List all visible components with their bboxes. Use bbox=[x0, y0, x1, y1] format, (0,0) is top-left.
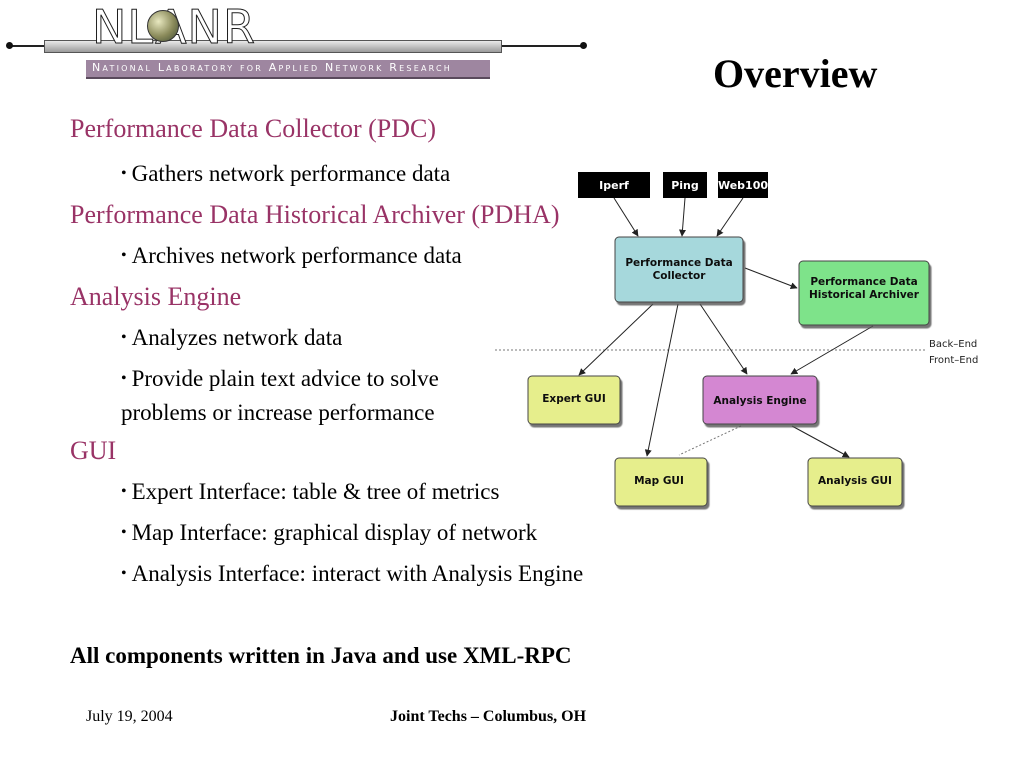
diagram-connectors bbox=[578, 197, 874, 458]
arrow-iperf-to-pdc bbox=[613, 197, 639, 237]
source-ping-label: Ping bbox=[671, 179, 699, 192]
node-expert-gui-box bbox=[527, 375, 621, 425]
node-map-gui: Map GUI bbox=[614, 457, 708, 507]
node-analysis-engine-label: Analysis Engine bbox=[713, 395, 806, 407]
bullet-pdha-1: •Archives network performance data bbox=[121, 241, 462, 271]
source-iperf-box bbox=[578, 172, 650, 198]
node-expert-gui: Expert GUI bbox=[527, 375, 621, 425]
node-pdc-label-line1: Performance Data bbox=[625, 257, 732, 269]
bullet-glyph: • bbox=[121, 524, 127, 541]
bullet-glyph: • bbox=[121, 370, 127, 387]
logo-dot-left bbox=[6, 42, 13, 49]
source-web100: Web100 bbox=[718, 172, 768, 198]
heading-pdc: Performance Data Collector (PDC) bbox=[70, 114, 437, 143]
bullet-text: Analysis Interface: interact with Analys… bbox=[131, 561, 584, 586]
node-pdha-label-line1: Performance Data bbox=[810, 276, 917, 288]
bullet-glyph: • bbox=[121, 329, 127, 346]
nlanr-logo: NLANR National Laboratory for Applied Ne… bbox=[0, 0, 600, 90]
logo-subtitle: National Laboratory for Applied Network … bbox=[92, 61, 452, 74]
bullet-gui-3: •Analysis Interface: interact with Analy… bbox=[121, 559, 583, 589]
heading-gui: GUI bbox=[70, 436, 117, 465]
bullet-text: Expert Interface: table & tree of metric… bbox=[131, 479, 500, 504]
node-analysis-gui-box bbox=[807, 457, 903, 507]
node-map-gui-box bbox=[614, 457, 708, 507]
heading-pdha: Performance Data Historical Archiver (PD… bbox=[70, 200, 560, 229]
arrow-engine-to-analysis-gui bbox=[791, 425, 850, 458]
bullet-pdc-1: •Gathers network performance data bbox=[121, 159, 450, 189]
bullet-text: Analyzes network data bbox=[131, 325, 343, 350]
node-analysis-engine-box bbox=[702, 375, 818, 425]
logo-dot-right bbox=[580, 42, 587, 49]
bullet-text: Map Interface: graphical display of netw… bbox=[131, 520, 538, 545]
bullet-gui-1: •Expert Interface: table & tree of metri… bbox=[121, 477, 499, 507]
tier-label-back-end: Back–End bbox=[929, 339, 977, 350]
arrow-pdc-to-pdha bbox=[744, 267, 798, 290]
node-pdc: Performance Data Collector bbox=[614, 236, 744, 303]
node-analysis-gui-label: Analysis GUI bbox=[818, 475, 892, 487]
node-pdc-label-line2: Collector bbox=[653, 270, 707, 282]
node-pdha-box bbox=[798, 260, 930, 326]
node-pdha: Performance Data Historical Archiver bbox=[798, 260, 930, 326]
footer-date: July 19, 2004 bbox=[86, 708, 173, 725]
bullet-ae-2: •Provide plain text advice to solve bbox=[121, 364, 439, 394]
heading-analysis-engine: Analysis Engine bbox=[70, 282, 242, 311]
bullet-glyph: • bbox=[121, 565, 127, 582]
logo-band bbox=[86, 60, 490, 79]
closing-statement: All components written in Java and use X… bbox=[70, 643, 572, 668]
arrow-ping-to-pdc bbox=[679, 197, 686, 237]
globe-icon bbox=[147, 10, 179, 42]
bullet-glyph: • bbox=[121, 247, 127, 264]
bullet-text: Archives network performance data bbox=[131, 243, 462, 268]
source-iperf-label: Iperf bbox=[599, 179, 629, 192]
architecture-diagram: Iperf Ping Web100 Back–End Front–End Per… bbox=[495, 172, 978, 507]
link-engine-map-gui bbox=[678, 425, 742, 456]
bullet-gui-2: •Map Interface: graphical display of net… bbox=[121, 518, 537, 548]
node-map-gui-label: Map GUI bbox=[634, 475, 684, 487]
source-web100-label: Web100 bbox=[718, 179, 768, 192]
source-iperf: Iperf bbox=[578, 172, 650, 198]
bullet-ae-2-cont: problems or increase performance bbox=[121, 400, 435, 425]
bullet-ae-1: •Analyzes network data bbox=[121, 323, 342, 353]
slide-title: Overview bbox=[713, 51, 878, 96]
logo-bar bbox=[44, 40, 502, 53]
arrow-pdha-to-analysis-engine bbox=[790, 325, 874, 375]
source-ping: Ping bbox=[663, 172, 707, 198]
bullet-glyph: • bbox=[121, 483, 127, 500]
bullet-text: Gathers network performance data bbox=[131, 161, 451, 186]
node-pdha-label-line2: Historical Archiver bbox=[809, 289, 920, 301]
node-analysis-engine: Analysis Engine bbox=[702, 375, 818, 425]
arrow-pdc-to-analysis-engine bbox=[699, 303, 748, 375]
node-expert-gui-label: Expert GUI bbox=[542, 393, 606, 405]
node-analysis-gui: Analysis GUI bbox=[807, 457, 903, 507]
arrow-pdc-to-expert-gui bbox=[578, 303, 654, 376]
arrow-pdc-to-map-gui bbox=[644, 303, 679, 457]
arrow-web100-to-pdc bbox=[716, 197, 744, 237]
source-web100-box bbox=[718, 172, 768, 198]
bullet-glyph: • bbox=[121, 165, 127, 182]
source-ping-box bbox=[663, 172, 707, 198]
tier-label-front-end: Front–End bbox=[929, 355, 978, 366]
bullet-text: Provide plain text advice to solve bbox=[131, 366, 439, 391]
footer-event: Joint Techs – Columbus, OH bbox=[390, 708, 587, 725]
node-pdc-box bbox=[614, 236, 744, 303]
